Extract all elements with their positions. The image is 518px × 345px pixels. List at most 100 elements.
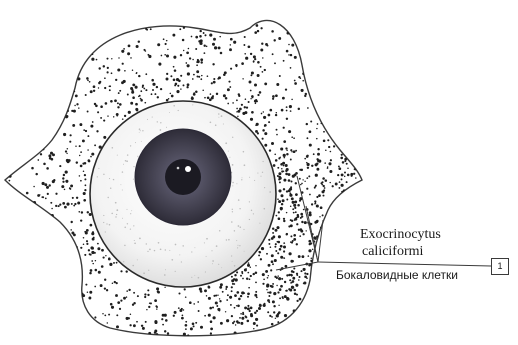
granule-dot [168,98,170,100]
granule-dot [296,294,298,296]
granule-dot [255,282,257,284]
granule-dot [341,154,343,156]
nucleus-speck [218,113,220,115]
granule-dot [151,79,154,82]
granule-dot [173,56,176,59]
granule-dot [284,281,286,283]
nucleus-speck [139,128,141,130]
granule-dot [243,44,245,46]
granule-dot [113,262,115,264]
granule-dot [317,123,319,125]
granule-dot [133,84,135,86]
granule-dot [98,67,100,69]
granule-dot [139,95,141,97]
granule-dot [79,123,82,126]
granule-dot [97,243,99,245]
granule-dot [241,62,244,65]
granule-dot [85,184,87,186]
granule-dot [136,109,138,111]
granule-dot [317,153,320,156]
granule-dot [192,322,195,325]
granule-dot [313,153,315,155]
granule-dot [284,314,287,317]
nucleus-speck [231,255,232,256]
granule-dot [250,313,253,316]
granule-dot [170,75,172,77]
granule-dot [83,244,85,246]
granule-dot [257,94,259,96]
granule-dot [263,278,265,280]
granule-dot [278,189,281,192]
granule-dot [84,178,86,180]
granule-dot [340,157,343,160]
granule-dot [240,322,243,325]
granule-dot [308,264,311,267]
granule-dot [254,58,256,60]
nucleus-speck [166,127,167,128]
nucleus-speck [134,242,136,244]
nucleus-speck [237,245,238,246]
nucleus-speck [239,208,240,209]
granule-dot [226,319,229,322]
granule-dot [142,86,144,88]
granule-dot [91,260,93,262]
granule-dot [304,275,307,278]
granule-dot [141,325,143,327]
granule-dot [33,186,35,188]
nucleus-speck [181,261,182,262]
granule-dot [135,103,138,106]
granule-dot [151,93,153,95]
granule-dot [128,317,130,319]
granule-dot [271,260,274,263]
granule-dot [210,93,212,95]
granule-dot [26,192,29,195]
granule-dot [293,289,296,292]
granule-dot [306,177,308,179]
latin-label-part2: tus [425,227,441,242]
nucleus-speck [134,240,135,241]
granule-dot [183,50,184,51]
granule-dot [67,148,69,150]
granule-dot [296,243,298,245]
granule-dot [272,232,274,234]
granule-dot [232,102,234,104]
granule-dot [126,290,128,292]
granule-dot [286,153,288,155]
granule-dot [85,284,87,286]
nucleus-speck [243,151,245,153]
granule-dot [300,270,302,272]
nucleus-speck [216,245,218,247]
granule-dot [306,273,308,275]
granule-dot [274,292,276,294]
granule-dot [100,284,103,287]
nucleus-speck [157,121,158,122]
nucleus-speck [262,161,263,162]
granule-dot [216,305,218,307]
granule-dot [293,151,295,153]
granule-dot [291,220,293,222]
granule-dot [127,52,130,55]
granule-dot [278,277,281,280]
nucleus-speck [131,210,132,211]
granule-dot [255,265,256,266]
granule-dot [286,199,288,201]
granule-dot [82,163,84,165]
nucleus-speck [130,228,131,229]
granule-dot [304,221,307,224]
granule-dot [231,290,233,292]
granule-dot [78,107,79,108]
granule-dot [279,248,282,251]
nucleus-speck [215,124,217,126]
granule-dot [189,301,192,304]
granule-dot [279,297,281,299]
granule-dot [78,211,80,213]
granule-dot [74,203,76,205]
granule-dot [257,61,260,64]
granule-dot [208,297,211,300]
granule-dot [269,149,271,151]
nucleus-speck [135,142,136,143]
granule-dot [123,297,126,300]
granule-dot [290,282,292,284]
granule-dot [88,160,91,163]
granule-dot [136,72,138,74]
